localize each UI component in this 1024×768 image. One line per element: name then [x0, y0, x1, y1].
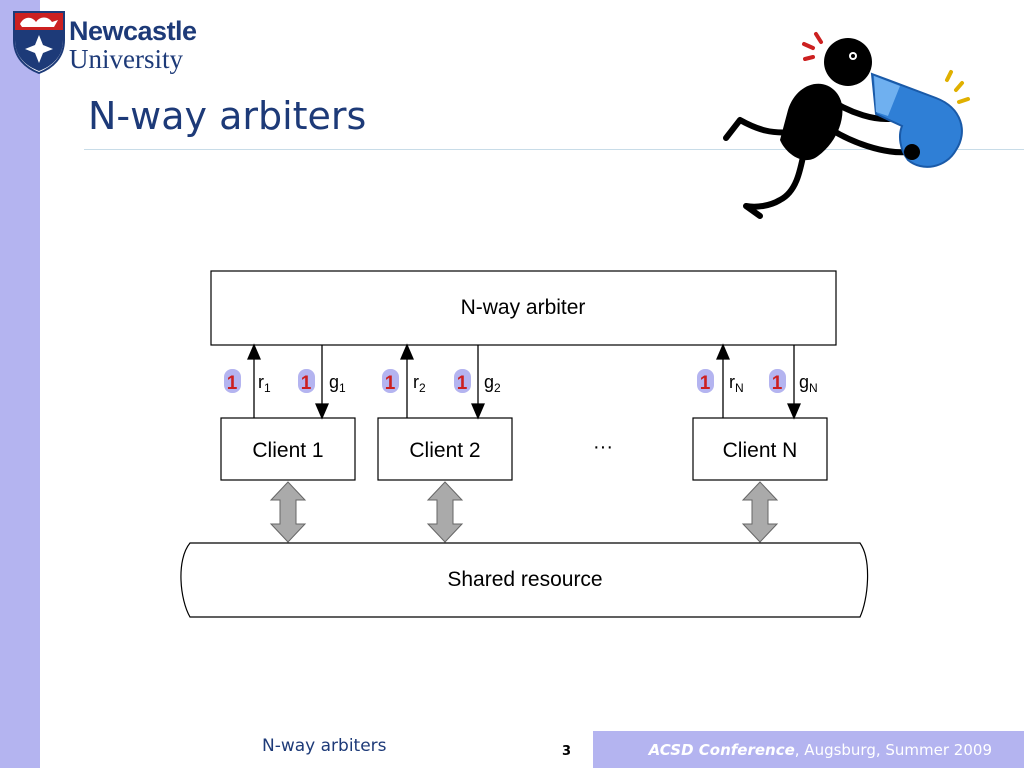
- conference-info: ACSD Conference, Augsburg, Summer 2009: [649, 741, 992, 759]
- left-accent-band: [0, 0, 40, 768]
- page-number: 3: [562, 744, 572, 759]
- grant-label-1: g1: [329, 372, 346, 395]
- token-request-n: 1: [697, 369, 714, 394]
- shield-icon: [13, 11, 65, 74]
- university-logo: Newcastle University: [12, 10, 222, 78]
- arbiter-box: N-way arbiter: [210, 270, 837, 346]
- svg-text:1: 1: [385, 373, 396, 394]
- token-request-2: 1: [382, 369, 399, 394]
- svg-text:1: 1: [772, 373, 783, 394]
- client-label-2: Client 2: [409, 439, 480, 462]
- access-arrow-n: [741, 481, 779, 543]
- ellipsis: ···: [593, 436, 613, 458]
- footer-band: ACSD Conference, Augsburg, Summer 2009: [593, 731, 1024, 768]
- svg-text:1: 1: [227, 373, 238, 394]
- client-label-n: Client N: [723, 439, 798, 462]
- token-grant-1: 1: [298, 369, 315, 394]
- footer-title: N-way arbiters: [262, 736, 387, 756]
- whistle-referee-figure-icon: [723, 32, 970, 219]
- logo-line-2: University: [69, 44, 183, 74]
- shared-resource-label: Shared resource: [447, 568, 602, 591]
- title-divider: [84, 149, 1024, 150]
- token-request-1: 1: [224, 369, 241, 394]
- client-label-1: Client 1: [252, 439, 323, 462]
- access-arrow-1: [269, 481, 307, 543]
- grant-label-2: g2: [484, 372, 501, 395]
- request-label-n: rN: [729, 372, 744, 395]
- conference-details: , Augsburg, Summer 2009: [794, 741, 992, 759]
- logo-line-1: Newcastle: [69, 16, 197, 46]
- token-grant-2: 1: [454, 369, 471, 394]
- arbiter-label: N-way arbiter: [461, 296, 586, 319]
- client-box-2: Client 2: [377, 417, 513, 481]
- client-box-n: Client N: [692, 417, 828, 481]
- svg-text:1: 1: [457, 373, 468, 394]
- alert-marks-right-icon: [945, 70, 970, 104]
- svg-text:1: 1: [301, 373, 312, 394]
- svg-text:1: 1: [700, 373, 711, 394]
- request-label-1: r1: [258, 372, 271, 395]
- client-box-1: Client 1: [220, 417, 356, 481]
- request-label-2: r2: [413, 372, 426, 395]
- grant-label-n: gN: [799, 372, 818, 395]
- page-title: N-way arbiters: [88, 94, 367, 138]
- alert-marks-left-icon: [802, 32, 823, 61]
- access-arrow-2: [426, 481, 464, 543]
- token-grant-n: 1: [769, 369, 786, 394]
- conference-name: ACSD Conference: [648, 741, 795, 759]
- shared-resource-box: Shared resource: [180, 542, 869, 618]
